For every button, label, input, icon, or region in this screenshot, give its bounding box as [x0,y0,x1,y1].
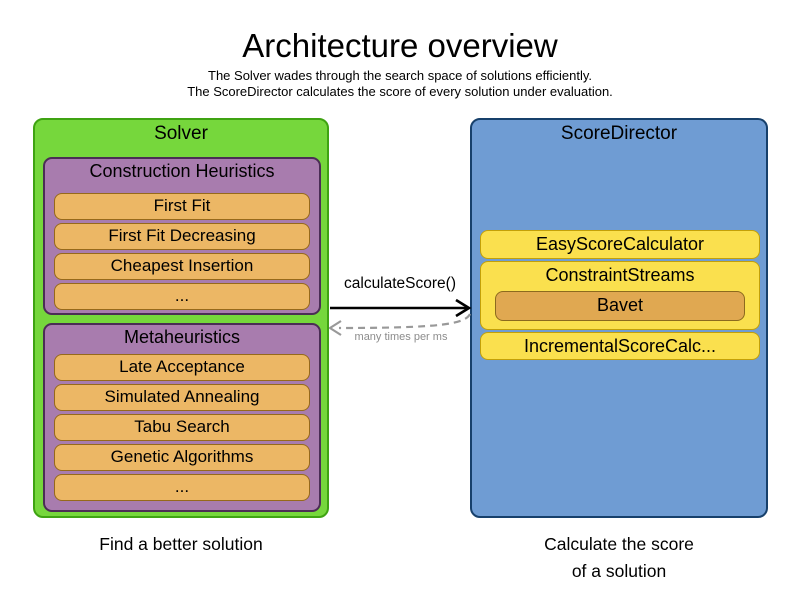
algorithm-item: ... [54,474,310,501]
solver-caption: Find a better solution [99,534,263,554]
algorithm-item: Simulated Annealing [54,384,310,411]
metaheuristics-section: Metaheuristics Late Acceptance Simulated… [43,323,321,512]
solver-title: Solver [154,123,208,144]
bavet-box: Bavet [495,291,745,321]
solver-box: Solver Construction Heuristics First Fit… [33,118,329,518]
constraint-streams-box: ConstraintStreams Bavet [480,261,760,330]
algorithm-item: Tabu Search [54,414,310,441]
construction-heuristics-section: Construction Heuristics First Fit First … [43,157,321,315]
incremental-score-calculator-box: IncrementalScoreCalc... [480,332,760,360]
subtitle-line-2: The ScoreDirector calculates the score o… [187,84,613,99]
score-director-title: ScoreDirector [560,123,678,144]
frequency-label: many times per ms [354,331,448,343]
calculate-score-label: calculateScore() [344,275,456,292]
algorithm-item: Genetic Algorithms [54,444,310,471]
easy-score-calculator-box: EasyScoreCalculator [480,230,760,259]
score-director-caption: Calculate the score of a solution [470,531,768,585]
algorithm-item: ... [54,283,310,310]
page-title: Architecture overview [242,27,558,64]
metaheuristics-title: Metaheuristics [123,327,241,347]
constraint-streams-label: ConstraintStreams [545,265,695,285]
construction-heuristics-title: Construction Heuristics [89,161,275,181]
algorithm-item: First Fit [54,193,310,220]
score-director-caption-line2: of a solution [571,561,667,581]
solid-arrow-right-icon [330,298,472,318]
arrows-graphic [329,298,472,336]
score-director-box: ScoreDirector EasyScoreCalculator Constr… [470,118,768,518]
subtitle-line-1: The Solver wades through the search spac… [208,68,592,83]
algorithm-item: Cheapest Insertion [54,253,310,280]
algorithm-item: First Fit Decreasing [54,223,310,250]
dashed-return-arrow-left-icon [329,313,471,336]
score-director-caption-line1: Calculate the score [544,534,694,554]
algorithm-item: Late Acceptance [54,354,310,381]
